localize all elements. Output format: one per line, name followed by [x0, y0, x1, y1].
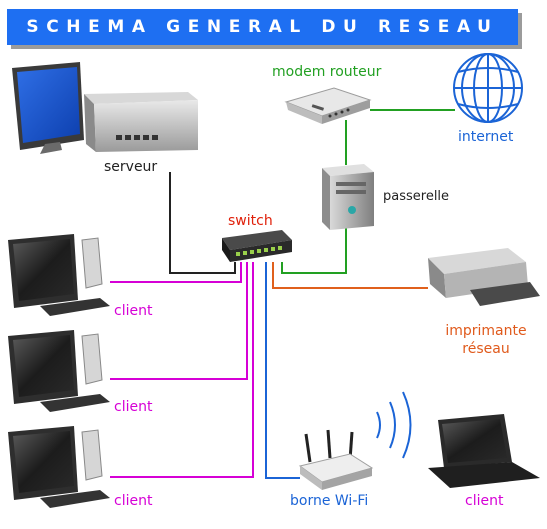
router-icon — [284, 87, 372, 124]
label-client-laptop: client — [465, 493, 504, 509]
label-borne-wifi: borne Wi-Fi — [290, 493, 369, 509]
link-switch-client3 — [110, 262, 254, 478]
label-reseau: réseau — [462, 341, 510, 357]
desktop-monitor-icon — [8, 426, 110, 508]
label-modem-routeur: modem routeur — [272, 64, 382, 80]
desktop-monitor-icon — [8, 330, 110, 412]
link-switch-client2 — [110, 262, 248, 380]
wifi-access-point-icon — [298, 429, 374, 490]
server-tower-icon — [84, 92, 198, 152]
label-passerelle: passerelle — [383, 189, 450, 204]
link-switch-printer — [272, 262, 428, 289]
label-client-1: client — [114, 303, 153, 319]
printer-icon — [428, 248, 540, 306]
label-client-3: client — [114, 493, 153, 509]
laptop-icon — [428, 414, 540, 488]
desktop-monitor-icon — [12, 62, 84, 154]
label-serveur: serveur — [104, 159, 158, 175]
link-switch-passerelle — [281, 228, 347, 274]
page-title: SCHEMA GENERAL DU RESEAU — [26, 17, 499, 37]
label-imprimante: imprimante — [445, 323, 527, 339]
globe-icon — [453, 53, 523, 123]
wifi-waves-icon — [376, 391, 412, 459]
label-switch: switch — [228, 213, 273, 229]
title-banner: SCHEMA GENERAL DU RESEAU — [7, 9, 518, 45]
server-tower-icon — [322, 164, 374, 230]
link-switch-client1 — [110, 262, 242, 283]
desktop-monitor-icon — [8, 234, 110, 316]
network-switch-icon — [222, 230, 292, 262]
link-server-switch — [169, 172, 236, 274]
label-internet: internet — [458, 129, 514, 145]
link-switch-wifi — [265, 262, 300, 479]
label-client-2: client — [114, 399, 153, 415]
